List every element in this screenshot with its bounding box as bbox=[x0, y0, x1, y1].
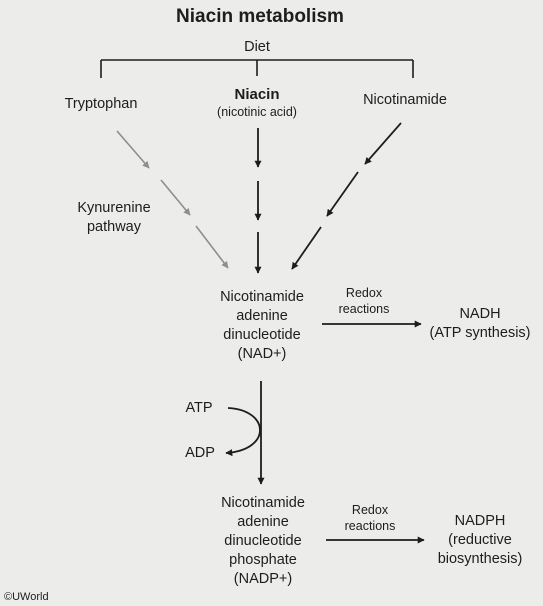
kynurenine-pathway-label: Kynurenine pathway bbox=[77, 199, 150, 237]
niacin-label: Niacin bbox=[234, 86, 280, 103]
nad-line-2: adenine bbox=[236, 308, 288, 324]
redox-label-top: Redox reactions bbox=[339, 285, 390, 317]
adp-label: ADP bbox=[185, 445, 215, 461]
nadph-line-2: (reductive bbox=[448, 532, 512, 548]
nadp-line-3: dinucleotide bbox=[224, 533, 302, 549]
nadph-line-1: NADPH bbox=[454, 513, 506, 529]
nadph-node: NADPH (reductive biosynthesis) bbox=[438, 512, 523, 569]
nad-line-3: dinucleotide bbox=[223, 327, 301, 343]
nadp-line-4: phosphate bbox=[229, 552, 297, 568]
nadh-line-1: NADH bbox=[459, 306, 501, 322]
nadph-line-3: biosynthesis) bbox=[437, 551, 523, 567]
redox-label-bottom: Redox reactions bbox=[345, 502, 396, 534]
kynurenine-line-1: Kynurenine bbox=[77, 200, 151, 216]
nicotinamide-arrows bbox=[291, 122, 402, 270]
diagram-title: Niacin metabolism bbox=[176, 6, 344, 27]
nicotinamide-label: Nicotinamide bbox=[363, 92, 447, 108]
nadh-line-2: (ATP synthesis) bbox=[429, 325, 531, 341]
diet-bracket bbox=[100, 59, 414, 78]
nadp-line-5: (NADP+) bbox=[233, 571, 293, 587]
atp-adp-curve bbox=[225, 407, 261, 457]
redox-bottom-line-2: reactions bbox=[344, 519, 396, 533]
tryptophan-label: Tryptophan bbox=[64, 96, 138, 112]
nadp-node: Nicotinamide adenine dinucleotide phosph… bbox=[221, 494, 305, 589]
nad-line-4: (NAD+) bbox=[237, 346, 287, 362]
kynurenine-line-2: pathway bbox=[86, 219, 142, 235]
nad-line-1: Nicotinamide bbox=[220, 289, 304, 305]
nadp-line-1: Nicotinamide bbox=[221, 495, 305, 511]
atp-label: ATP bbox=[185, 400, 213, 416]
nad-node: Nicotinamide adenine dinucleotide (NAD+) bbox=[220, 288, 304, 364]
copyright-label: ©UWorld bbox=[4, 591, 49, 603]
nadp-line-2: adenine bbox=[237, 514, 289, 530]
redox-bottom-line-1: Redox bbox=[351, 503, 389, 517]
tryptophan-arrows bbox=[116, 130, 229, 269]
redox-top-line-1: Redox bbox=[345, 286, 383, 300]
diet-label: Diet bbox=[244, 39, 270, 55]
niacin-sublabel: (nicotinic acid) bbox=[217, 105, 297, 119]
niacin-node: Niacin (nicotinic acid) bbox=[217, 85, 297, 120]
redox-top-line-2: reactions bbox=[338, 302, 390, 316]
nadh-node: NADH (ATP synthesis) bbox=[430, 305, 531, 343]
